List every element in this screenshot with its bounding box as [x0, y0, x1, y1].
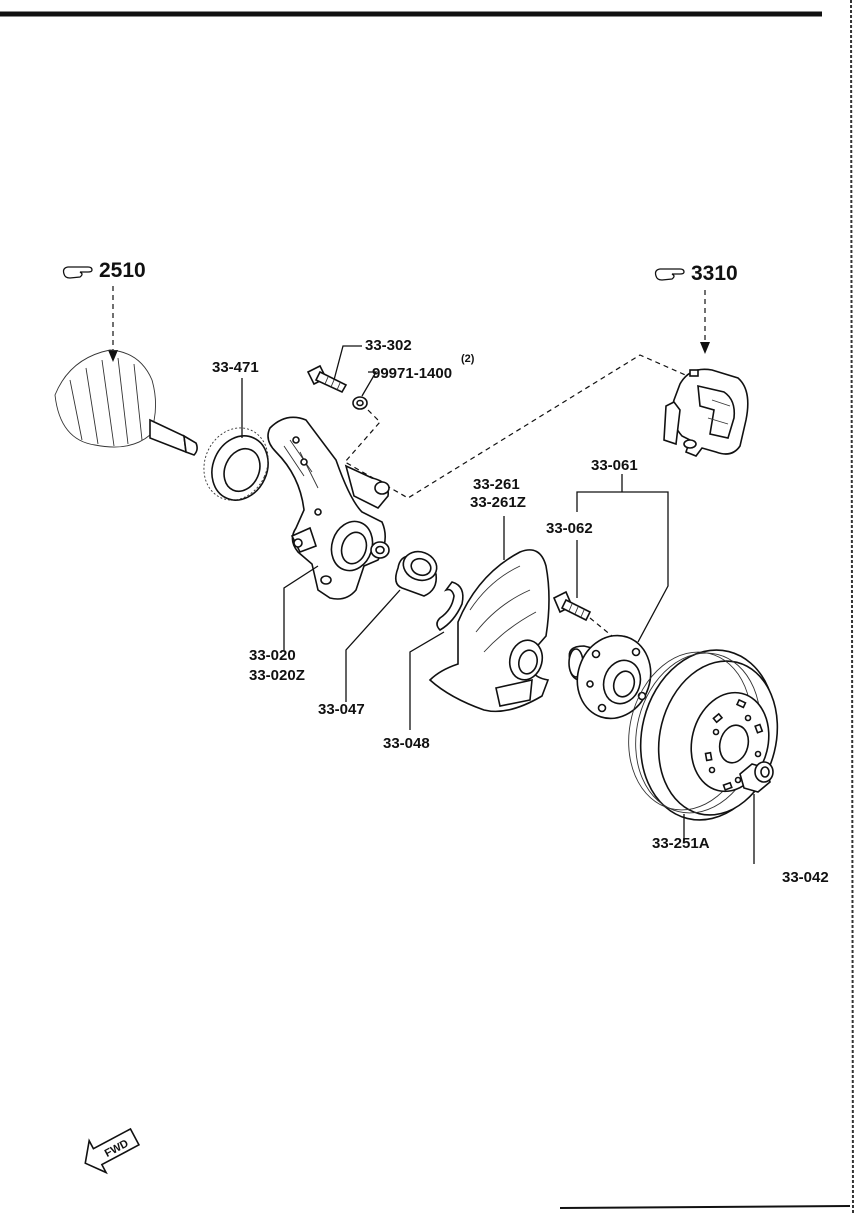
knuckle-alt-label: 33-020Z	[249, 667, 305, 684]
brake-caliper[interactable]	[663, 368, 749, 457]
wheel-bearing[interactable]	[394, 547, 441, 597]
pointing-hand-icon	[654, 268, 685, 281]
steering-knuckle[interactable]	[267, 416, 390, 600]
washer-leader	[361, 371, 378, 397]
washer-qty-label: (2)	[461, 353, 475, 365]
snap-ring-leader	[409, 631, 445, 730]
wheel-hub-leader-bracket	[576, 491, 669, 643]
hub-bolt-label: 33-062	[546, 520, 593, 537]
drive-shaft[interactable]	[54, 349, 198, 456]
knuckle-label: 33-020	[249, 647, 296, 664]
wheel-hub[interactable]	[567, 626, 661, 728]
hub-bolt[interactable]	[552, 590, 592, 622]
dust-cover-label: 33-261	[473, 476, 520, 493]
pointing-hand-icon	[62, 266, 93, 279]
oil-seal-label: 33-471	[212, 359, 259, 376]
oil-seal[interactable]	[193, 418, 280, 511]
locknut[interactable]	[739, 761, 774, 793]
hub-bolt-to-hub-dashed	[589, 617, 613, 637]
wheel-bearing-label: 33-047	[318, 701, 365, 718]
washer[interactable]	[352, 396, 368, 410]
washer-label: 99971-1400	[372, 365, 452, 382]
forward-direction-indicator: FWD	[84, 1127, 141, 1175]
snap-ring[interactable]	[436, 581, 464, 631]
bolt-to-caliper-dashed-line	[344, 354, 691, 499]
dust-cover[interactable]	[428, 549, 550, 713]
wheel-bearing-leader	[345, 589, 401, 702]
reference-3310[interactable]: 3310	[654, 262, 738, 285]
wheel-hub-label: 33-061	[591, 457, 638, 474]
knuckle-bolt-leader	[333, 345, 362, 381]
knuckle-bolt[interactable]	[306, 364, 348, 394]
brake-disc-label: 33-251A	[652, 835, 710, 852]
bottom-border-line	[559, 1205, 851, 1209]
reference-3310-arrowhead	[700, 342, 710, 354]
reference-2510-arrowhead	[108, 350, 118, 362]
dust-cover-alt-label: 33-261Z	[470, 494, 526, 511]
knuckle-bolt-label: 33-302	[365, 337, 412, 354]
reference-2510-label: 2510	[99, 259, 146, 282]
right-scan-edge	[850, 0, 854, 1214]
locknut-label: 33-042	[782, 869, 829, 886]
knuckle-leader	[283, 565, 319, 650]
reference-2510[interactable]: 2510	[62, 259, 146, 282]
snap-ring-label: 33-048	[383, 735, 430, 752]
reference-3310-label: 3310	[691, 262, 738, 285]
